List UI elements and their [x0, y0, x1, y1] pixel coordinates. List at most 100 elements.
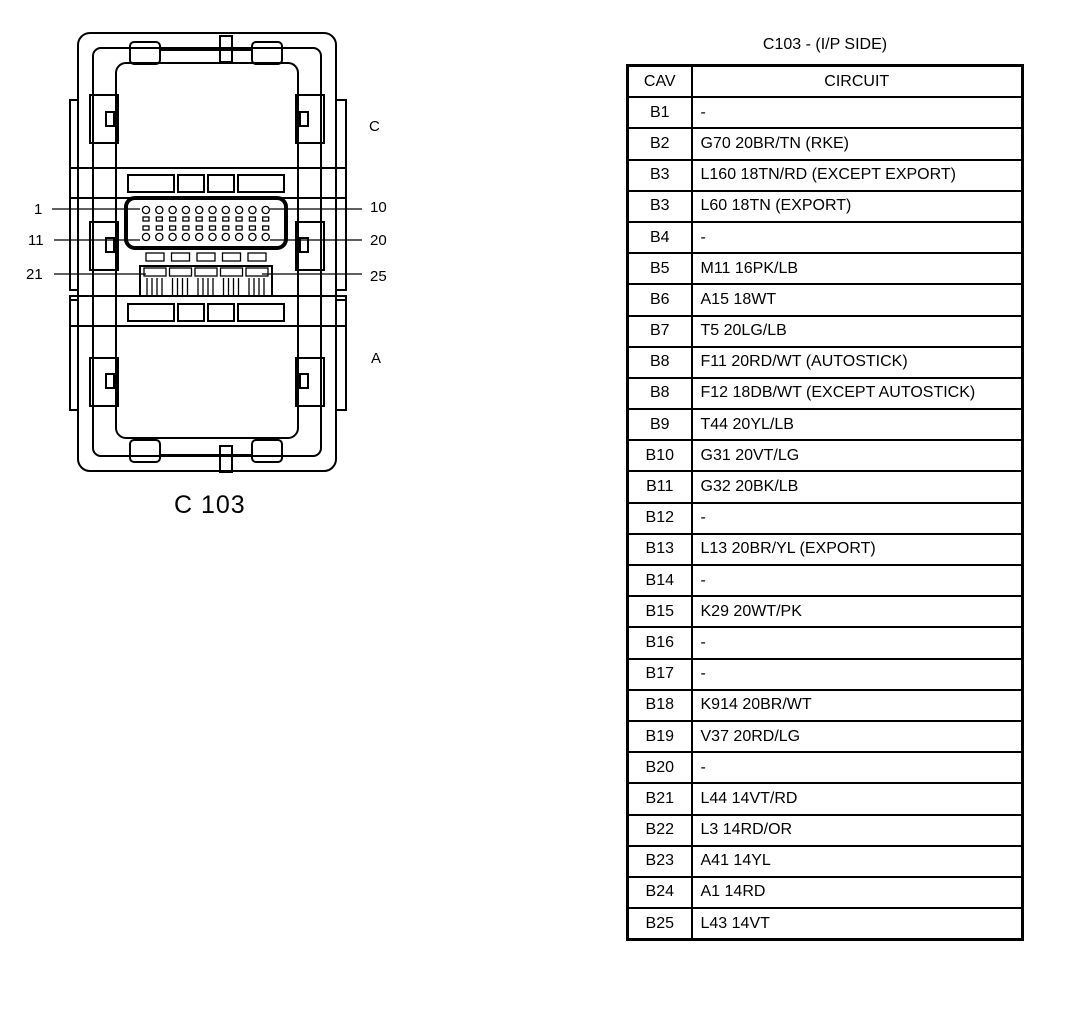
table-row: B14-: [626, 563, 1024, 598]
lock-tab-right-lower: [295, 357, 325, 407]
side-label-a: A: [371, 350, 381, 367]
cav-cell: B5: [626, 252, 693, 286]
pin-cavity-slot: [155, 225, 163, 231]
cav-cell: B19: [626, 719, 693, 754]
circuit-cell: L160 18TN/RD (EXCEPT EXPORT): [690, 158, 1024, 192]
pin-label-10: 10: [370, 199, 387, 216]
pin-cavity-slot: [142, 225, 150, 231]
cav-cell: B20: [626, 751, 693, 785]
pin-cavity-slot: [262, 225, 270, 231]
table-row: B20-: [626, 751, 1024, 785]
cav-cell: B12: [626, 501, 693, 535]
cav-cell: B16: [626, 626, 693, 660]
pin-cavity: [155, 205, 164, 215]
circuit-cell: K914 20BR/WT: [690, 688, 1024, 722]
pin-cavity-slot: [235, 216, 243, 222]
connector-inner-body: [115, 62, 299, 439]
pin-cavity: [221, 232, 231, 242]
pin-cavity-slot: [168, 225, 177, 231]
circuit-cell: -: [690, 220, 1024, 255]
cav-cell: B2: [626, 127, 693, 161]
cav-cell: B15: [626, 595, 693, 629]
pin-cavity-slot: [168, 216, 177, 222]
circuit-cell: F12 18DB/WT (EXCEPT AUTOSTICK): [690, 376, 1024, 411]
pin-cavity: [168, 232, 177, 242]
power-pin-latch: [247, 252, 267, 262]
circuit-cell: K29 20WT/PK: [690, 595, 1024, 629]
top-left-latch: [129, 41, 161, 65]
table-row: B12-: [626, 501, 1024, 535]
cav-cell: B3: [626, 189, 693, 223]
pin-label-1: 1: [34, 201, 42, 218]
pin-label-20: 20: [370, 232, 387, 249]
circuit-cell: T5 20LG/LB: [690, 314, 1024, 348]
connector-middle-frame: [92, 47, 322, 457]
cav-cell: B22: [626, 813, 693, 847]
cav-cell: B11: [626, 470, 693, 504]
pin-cavity-slot: [195, 216, 203, 222]
lower-slot-4: [237, 303, 285, 322]
pin-cavity-slot: [182, 216, 190, 222]
circuit-cell: L60 18TN (EXPORT): [690, 189, 1024, 223]
pin-cavity-slot: [248, 216, 257, 222]
cav-cell: B8: [626, 376, 693, 411]
power-pin-cavity: [219, 267, 244, 277]
circuit-cell: L43 14VT: [690, 907, 1024, 941]
table-row: B1-: [626, 96, 1024, 130]
pin-cavity-slot: [142, 216, 150, 222]
pin-row-11-20: [141, 225, 270, 242]
pin-cavity: [261, 232, 270, 242]
top-right-latch: [251, 41, 283, 65]
circuit-cell: -: [690, 501, 1024, 535]
cav-cell: B8: [626, 345, 693, 379]
signal-pin-block: [124, 196, 288, 250]
power-pin-cavity: [245, 267, 269, 277]
connector-diagram: 1 10 11 20 21 25 C A C 103: [26, 32, 387, 519]
circuit-cell: L44 14VT/RD: [690, 782, 1024, 816]
connector-caption: C 103: [174, 491, 246, 519]
power-pin-cavity: [194, 267, 218, 277]
circuit-cell: A15 18WT: [690, 283, 1024, 317]
table-row: B4-: [626, 220, 1024, 255]
pin-cavity: [181, 205, 191, 215]
pin-cavity: [248, 232, 257, 242]
circuit-cell: -: [690, 96, 1024, 130]
cav-cell: B14: [626, 563, 693, 598]
bottom-key: [219, 445, 233, 473]
circuit-cell: G31 20VT/LG: [690, 439, 1024, 473]
lock-tab-right-middle: [295, 221, 325, 271]
pin-cavity: [208, 205, 217, 215]
cav-cell: B18: [626, 688, 693, 722]
table-header-row: CAV CIRCUIT: [626, 64, 1024, 99]
pin-cavity: [248, 205, 257, 215]
power-pin-block: [139, 265, 273, 297]
power-pin-latch: [221, 252, 242, 262]
cav-header: CAV: [626, 64, 693, 99]
lower-slot-1: [127, 303, 175, 322]
pin-label-11: 11: [28, 232, 44, 249]
circuit-cell: A41 14YL: [690, 844, 1024, 878]
lock-tab-left-middle: [89, 221, 119, 271]
circuit-cell: -: [690, 751, 1024, 785]
housing-right-step: [336, 99, 347, 411]
pin-cavity: [261, 205, 270, 215]
bottom-left-latch: [129, 439, 161, 463]
pin-cavity: [141, 232, 151, 242]
lower-slot-3: [207, 303, 235, 322]
cav-cell: B7: [626, 314, 693, 348]
